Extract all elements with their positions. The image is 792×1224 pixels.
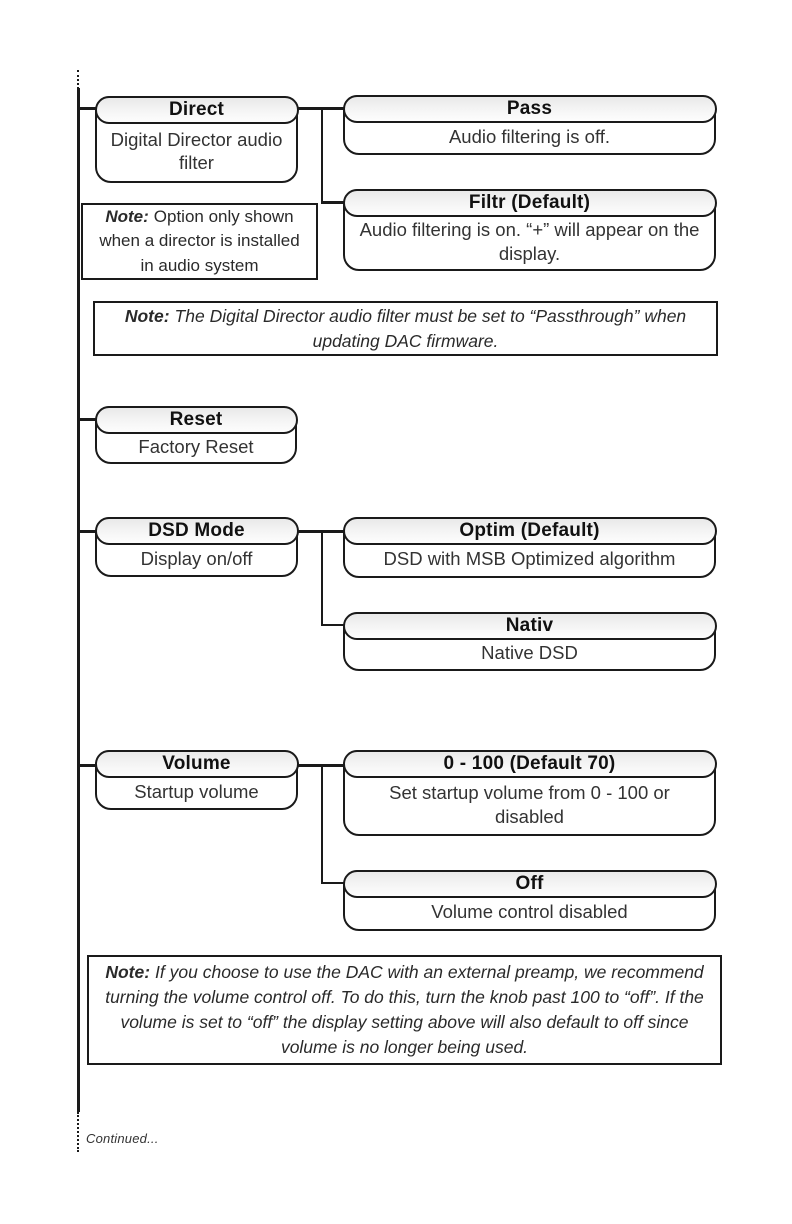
connector-trunk-to-direct xyxy=(78,107,96,110)
node-volume-off-desc: Volume control disabled xyxy=(431,901,628,923)
trunk-dotted-bottom xyxy=(77,1112,79,1152)
node-dsd-mode: DSD Mode Display on/off xyxy=(94,516,299,577)
node-nativ-title: Nativ xyxy=(342,611,717,640)
node-optim: Optim (Default) DSD with MSB Optimized a… xyxy=(342,516,717,578)
note-passthrough-text: The Digital Director audio filter must b… xyxy=(174,306,687,351)
continued-label: Continued... xyxy=(86,1131,159,1146)
connector-volume-vertical xyxy=(320,764,323,884)
node-volume-desc: Startup volume xyxy=(134,780,259,802)
connector-dsd-vertical xyxy=(320,530,323,626)
node-volume-range: 0 - 100 (Default 70) Set startup volume … xyxy=(342,749,717,836)
node-direct: Direct Digital Director audio filter xyxy=(94,95,299,183)
connector-to-off xyxy=(321,881,344,884)
node-reset: Reset Factory Reset xyxy=(94,405,298,464)
note-director-text: Option only shown when a director is ins… xyxy=(99,207,300,275)
node-nativ: Nativ Native DSD xyxy=(342,611,717,671)
connector-to-filtr xyxy=(321,201,344,204)
connector-trunk-to-volume xyxy=(78,764,96,767)
node-volume-off: Off Volume control disabled xyxy=(342,869,717,931)
connector-to-nativ xyxy=(321,623,344,626)
note-volume: Note:If you choose to use the DAC with a… xyxy=(87,955,722,1065)
connector-trunk-to-dsd xyxy=(78,530,96,533)
node-filtr-desc: Audio filtering is on. “+” will appear o… xyxy=(359,219,700,264)
node-nativ-desc: Native DSD xyxy=(481,642,578,664)
trunk-dotted-top xyxy=(77,70,79,89)
node-optim-desc: DSD with MSB Optimized algorithm xyxy=(383,548,676,570)
node-volume-title: Volume xyxy=(94,749,299,778)
note-volume-label: Note: xyxy=(105,962,151,983)
node-pass-desc: Audio filtering is off. xyxy=(448,125,611,147)
node-volume-range-title: 0 - 100 (Default 70) xyxy=(342,749,717,778)
connector-trunk-to-reset xyxy=(78,418,96,421)
node-dsd-mode-title: DSD Mode xyxy=(94,516,299,545)
node-optim-title: Optim (Default) xyxy=(342,516,717,545)
connector-direct-vertical xyxy=(320,107,323,204)
node-direct-title: Direct xyxy=(94,95,299,124)
node-filtr-title: Filtr (Default) xyxy=(342,188,717,217)
node-reset-title: Reset xyxy=(94,405,298,434)
node-pass: Pass Audio filtering is off. xyxy=(342,94,717,155)
node-pass-title: Pass xyxy=(342,94,717,123)
node-reset-desc: Factory Reset xyxy=(138,435,254,457)
note-director: Note:Option only shown when a director i… xyxy=(81,203,318,280)
note-director-label: Note: xyxy=(105,207,149,227)
node-volume-off-title: Off xyxy=(342,869,717,898)
node-direct-desc: Digital Director audio filter xyxy=(110,128,283,174)
note-volume-text: If you choose to use the DAC with an ext… xyxy=(105,962,704,1057)
node-volume: Volume Startup volume xyxy=(94,749,299,810)
node-dsd-mode-desc: Display on/off xyxy=(140,547,253,569)
node-filtr: Filtr (Default) Audio filtering is on. “… xyxy=(342,188,717,271)
node-volume-range-desc: Set startup volume from 0 - 100 or disab… xyxy=(389,782,670,827)
note-passthrough-label: Note: xyxy=(124,306,170,326)
trunk-line xyxy=(77,88,80,1112)
note-passthrough: Note:The Digital Director audio filter m… xyxy=(93,301,718,356)
